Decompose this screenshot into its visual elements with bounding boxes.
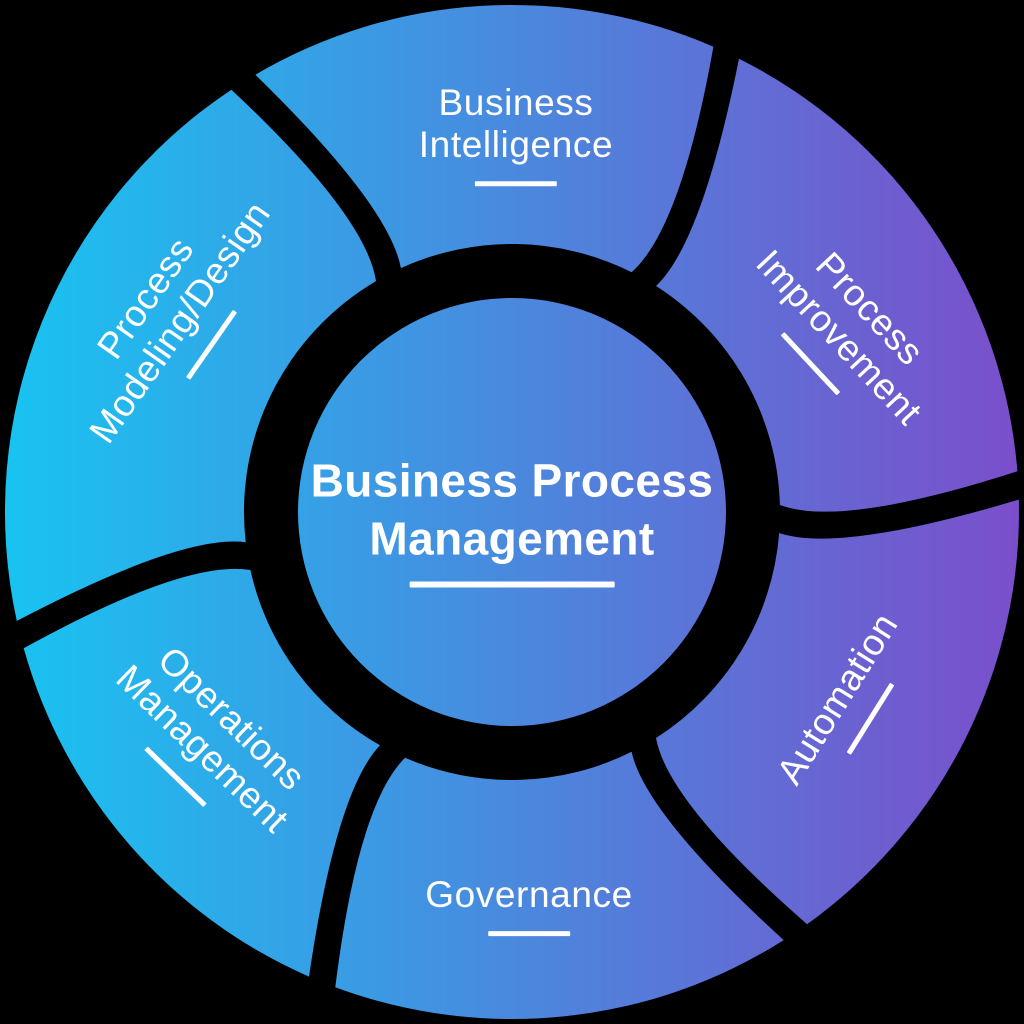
center-title-line: Management	[369, 512, 655, 565]
segment-operations-management	[23, 568, 380, 977]
label-line: Governance	[425, 874, 633, 916]
center-disc	[298, 298, 726, 726]
segment-automation	[656, 499, 1019, 925]
label-line: Intelligence	[418, 124, 614, 165]
segment-label-governance: Governance	[425, 874, 633, 936]
segment-governance	[335, 751, 784, 1020]
segment-process-improvement	[656, 58, 1018, 512]
label-underline	[474, 180, 557, 186]
center-title: Business Process Management	[311, 453, 714, 588]
center-title-underline	[409, 581, 615, 588]
segment-label-business-intelligence: Business Intelligence	[419, 82, 613, 186]
segment-business-intelligence	[255, 4, 714, 273]
label-underline	[487, 930, 570, 936]
label-line: Business	[438, 82, 594, 124]
segment-process-modeling-design	[4, 89, 377, 621]
center-title-line: Business Process	[310, 454, 714, 507]
